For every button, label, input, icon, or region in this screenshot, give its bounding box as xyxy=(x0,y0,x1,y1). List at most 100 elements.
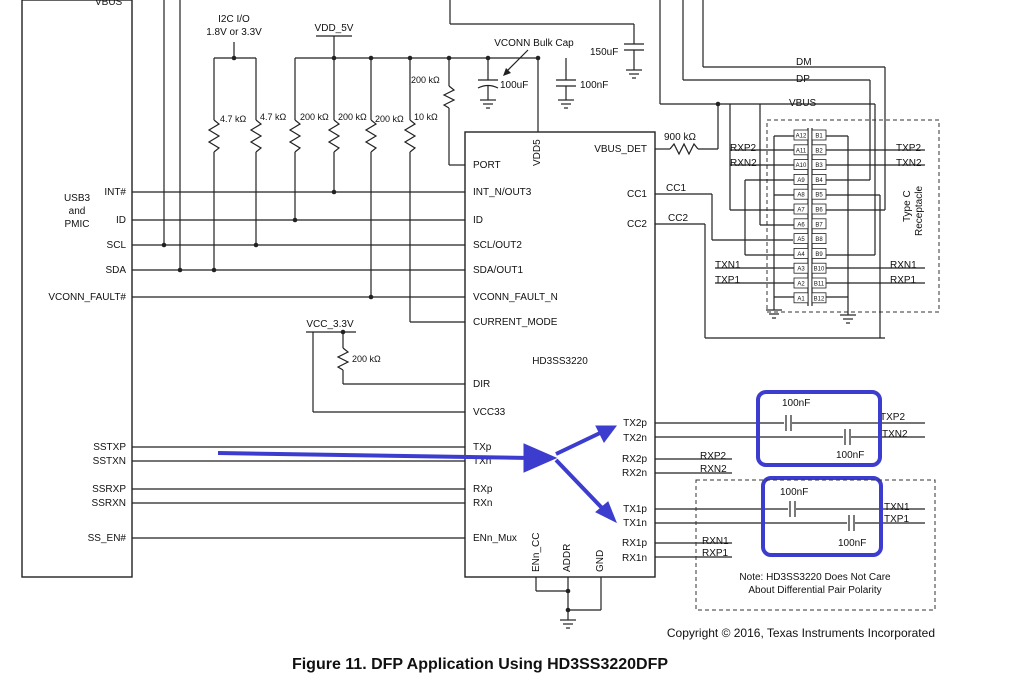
pin-b9: B9 xyxy=(815,252,823,258)
pin-b6: B6 xyxy=(815,208,823,214)
host-pin-sstxp: SSTXP xyxy=(93,442,126,453)
pin-a7: A7 xyxy=(797,208,805,214)
chip-pin-tx1n: TX1n xyxy=(623,518,647,529)
net-vbus: VBUS xyxy=(789,98,817,109)
chip-pin-tx2n: TX2n xyxy=(623,433,647,444)
r-i2c-1: 4.7 kΩ xyxy=(220,114,247,124)
chip-pin-tx2p: TX2p xyxy=(623,418,647,429)
chip-pin-cc1: CC1 xyxy=(627,189,647,200)
host-pin-sda: SDA xyxy=(105,265,126,276)
vcc-3v3-label: VCC_3.3V xyxy=(306,319,354,330)
net-cc2: CC2 xyxy=(668,213,688,224)
c-vbus-bulk: 150uF xyxy=(590,47,618,58)
chip-pin-txp: TXp xyxy=(473,442,492,453)
chip-pin-enn-cc: ENn_CC xyxy=(531,533,542,572)
pin-b12: B12 xyxy=(814,296,825,302)
c-vconn-bulk: 100uF xyxy=(500,80,528,91)
r-vbus-det: 900 kΩ xyxy=(664,132,696,143)
chip-pin-rx2n: RX2n xyxy=(622,468,647,479)
host-pin-ssrxp: SSRXP xyxy=(92,484,126,495)
chip-pin-rx1n: RX1n xyxy=(622,553,647,564)
r-i2c-2: 4.7 kΩ xyxy=(260,112,287,122)
host-pin-id: ID xyxy=(116,215,126,226)
pin-a6-box xyxy=(793,218,809,230)
pin-a5-box xyxy=(793,233,809,245)
chip-pin-port: PORT xyxy=(473,160,501,171)
net-txn1: TXN1 xyxy=(715,260,741,271)
pin-b4: B4 xyxy=(815,178,823,184)
net-txn2: TXN2 xyxy=(896,158,922,169)
r-vdd-3: 200 kΩ xyxy=(375,114,404,124)
net-rxp2-lower: RXP2 xyxy=(700,451,727,462)
blue-arrows xyxy=(217,425,617,524)
chip-pin-id: ID xyxy=(473,215,483,226)
pin-a1: A1 xyxy=(797,296,805,302)
pin-b12-box xyxy=(811,292,827,304)
cc-wires xyxy=(655,104,885,339)
host-pin-ss-en: SS_EN# xyxy=(88,533,127,544)
c-ac-tx1p: 100nF xyxy=(780,487,808,498)
host-label-2: and xyxy=(69,206,86,217)
vdd-5v-label: VDD_5V xyxy=(315,23,354,34)
type-c-dashed-outline xyxy=(766,119,940,313)
net-rxn1: RXN1 xyxy=(890,260,917,271)
i2c-voltage-label: 1.8V or 3.3V xyxy=(206,27,262,38)
chip-pin-vbus-det: VBUS_DET xyxy=(594,144,647,155)
chip-pin-vconn-fault: VCONN_FAULT_N xyxy=(473,292,558,303)
net-rxn2: RXN2 xyxy=(730,158,757,169)
net-txp2-lower: TXP2 xyxy=(880,412,905,423)
chip-pin-scl: SCL/OUT2 xyxy=(473,240,522,251)
pin-a4: A4 xyxy=(797,252,805,258)
host-label-1: USB3 xyxy=(64,193,91,204)
pin-b1: B1 xyxy=(815,134,823,140)
chip-pin-rx1p: RX1p xyxy=(622,538,647,549)
vcc-wiring xyxy=(306,331,465,413)
pin-a9: A9 xyxy=(797,178,805,184)
c-vdd5-bypass: 100nF xyxy=(580,80,608,91)
vconn-cap-pointer xyxy=(505,49,529,73)
host-vbus-pin: VBUS xyxy=(95,0,123,8)
chip-name: HD3SS3220 xyxy=(532,356,588,367)
pin-b8: B8 xyxy=(815,237,823,243)
pin-a8: A8 xyxy=(797,193,805,199)
i2c-io-label: I2C I/O xyxy=(218,14,250,25)
pin-a5: A5 xyxy=(797,237,805,243)
vdd-pullups xyxy=(288,35,539,323)
i2c-pullups xyxy=(207,42,263,270)
chip-pin-addr: ADDR xyxy=(562,544,573,572)
pin-b7-box xyxy=(811,218,827,230)
chip-pin-txn: TXn xyxy=(473,456,491,467)
chip-ground xyxy=(535,577,602,629)
pin-a4-box xyxy=(793,247,809,259)
pin-a2: A2 xyxy=(797,282,805,288)
pin-a10: A10 xyxy=(796,163,807,169)
highlight-box-lower xyxy=(761,476,883,557)
c-ac-tx2p: 100nF xyxy=(782,398,810,409)
pin-b9-box xyxy=(811,247,827,259)
net-rxp2: RXP2 xyxy=(730,143,757,154)
net-cc1: CC1 xyxy=(666,183,686,194)
chip-pin-enn-mux: ENn_Mux xyxy=(473,533,517,544)
pin-b3: B3 xyxy=(815,163,823,169)
pin-a3: A3 xyxy=(797,267,805,273)
net-txp1: TXP1 xyxy=(715,275,740,286)
pin-a1-box xyxy=(793,292,809,304)
net-txn2-lower: TXN2 xyxy=(882,429,908,440)
r-vdd-4: 10 kΩ xyxy=(414,112,438,122)
r-port: 200 kΩ xyxy=(411,75,440,85)
vconn-bulk-cap-label: VCONN Bulk Cap xyxy=(494,38,574,49)
chip-pin-int: INT_N/OUT3 xyxy=(473,187,532,198)
host-pin-vconn-fault: VCONN_FAULT# xyxy=(48,292,126,303)
r-vdd-1: 200 kΩ xyxy=(300,112,329,122)
chip-pin-cc2: CC2 xyxy=(627,219,647,230)
pin-a8-box xyxy=(793,188,809,200)
copyright: Copyright © 2016, Texas Instruments Inco… xyxy=(667,626,935,640)
hd3ss3220-chip xyxy=(464,131,656,578)
net-rxp1: RXP1 xyxy=(890,275,917,286)
chip-pin-gnd: GND xyxy=(595,550,606,572)
pin-b5: B5 xyxy=(815,193,823,199)
r-vdd-2: 200 kΩ xyxy=(338,112,367,122)
host-pin-sstxn: SSTXN xyxy=(93,456,126,467)
pin-b11: B11 xyxy=(814,282,825,288)
